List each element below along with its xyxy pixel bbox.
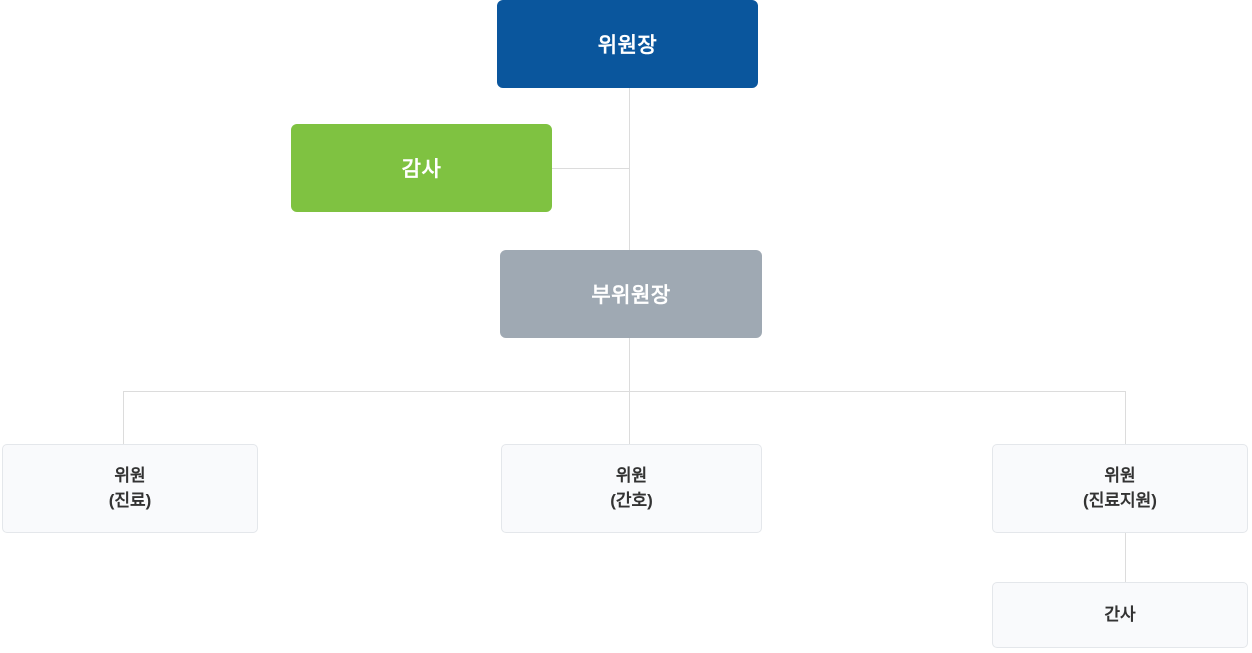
- connector-vice-to-rail: [629, 338, 630, 391]
- connector-distribution-rail: [123, 391, 1125, 392]
- node-auditor-label: 감사: [401, 158, 442, 181]
- node-member-care-label-line1: 위원: [114, 465, 146, 485]
- node-chairman-label: 위원장: [597, 34, 658, 57]
- node-member-nursing-label-line1: 위원: [615, 465, 648, 485]
- connector-drop-member-care: [123, 391, 124, 444]
- node-member-care: 위원 (진료): [2, 444, 258, 533]
- node-auditor: 감사: [291, 124, 552, 212]
- node-secretary-label: 간사: [1104, 604, 1136, 624]
- connector-support-to-secretary: [1125, 533, 1126, 582]
- connector-chairman-to-vice: [629, 88, 630, 250]
- node-member-support-label-line1: 위원: [1104, 465, 1136, 485]
- connector-drop-member-nursing: [629, 391, 630, 444]
- node-vice-chairman-label: 부위원장: [591, 284, 671, 307]
- node-member-support: 위원 (진료지원): [992, 444, 1248, 533]
- node-member-nursing: 위원 (간호): [501, 444, 762, 533]
- node-chairman: 위원장: [497, 0, 758, 88]
- node-member-support-label-line2: (진료지원): [1083, 490, 1157, 510]
- node-member-nursing-label-line2: (간호): [610, 490, 653, 510]
- node-secretary: 간사: [992, 582, 1248, 648]
- connector-auditor-to-spine: [552, 168, 629, 169]
- node-member-care-label-line2: (진료): [108, 490, 152, 510]
- connector-drop-member-support: [1125, 391, 1126, 444]
- node-vice-chairman: 부위원장: [500, 250, 762, 338]
